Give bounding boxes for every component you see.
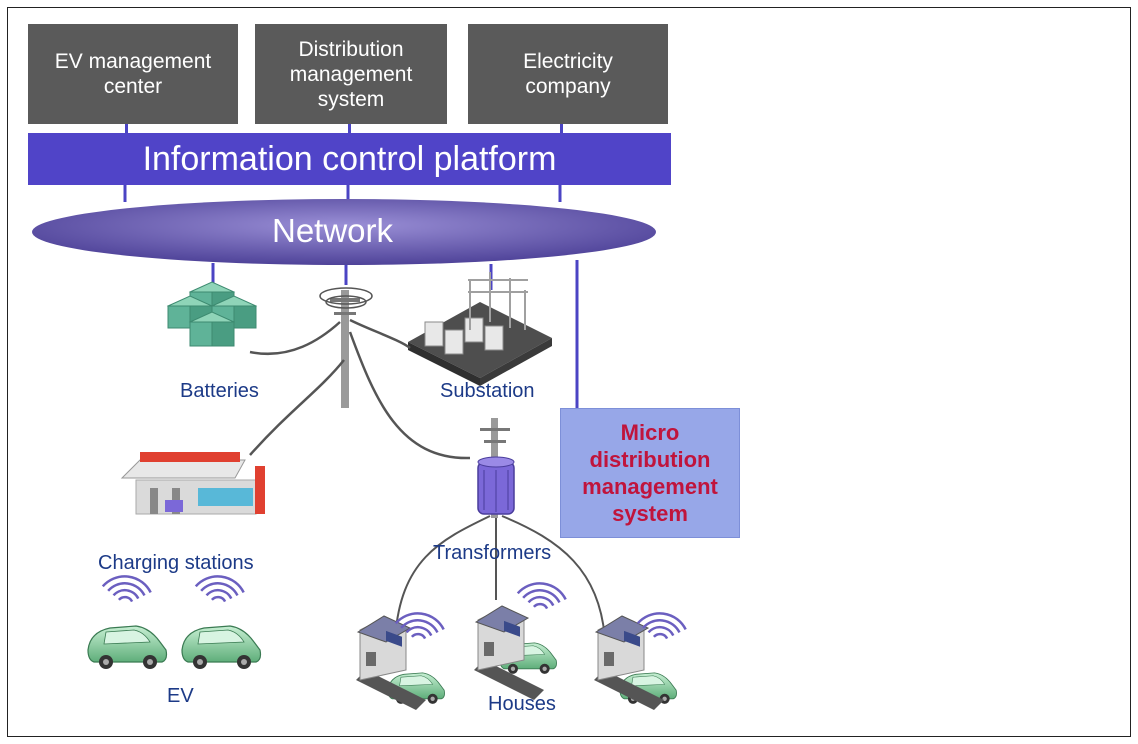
substation-label: Substation	[440, 380, 535, 402]
batteries-label: Batteries	[180, 380, 259, 402]
micro-distribution-management-system-box: Micro distribution management system	[560, 408, 740, 538]
information-control-platform: Information control platform	[28, 133, 671, 185]
cars-layer	[87, 625, 677, 704]
houses-label: Houses	[488, 693, 556, 715]
wireless-signal-icon	[394, 612, 445, 640]
car-icon	[87, 625, 168, 669]
transformer-feeders	[394, 515, 606, 641]
ev-label: EV	[167, 685, 194, 707]
wireless-signal-icon	[516, 582, 567, 610]
charging-station-icon	[120, 452, 265, 515]
signals-layer	[101, 575, 687, 640]
house-icon	[474, 605, 544, 700]
substation-icon	[408, 272, 552, 386]
wireless-signal-icon	[194, 575, 245, 603]
utility-pole-icon	[319, 287, 373, 408]
ev-management-center-box: EV management center	[28, 24, 238, 124]
transformers-label: Transformers	[433, 542, 552, 564]
power-cables	[249, 318, 471, 460]
connector-dms	[348, 124, 351, 134]
diagram-frame	[7, 7, 1131, 737]
electricity-company-box: Electricity company	[468, 24, 668, 124]
distribution-management-system-box: Distribution management system	[255, 24, 447, 124]
transformer-icon	[477, 418, 515, 518]
charging-stations-label: Charging stations	[98, 552, 254, 574]
houses-layer	[356, 605, 664, 710]
house-icon	[594, 615, 664, 710]
house-icon	[356, 615, 426, 710]
wireless-signal-icon	[636, 612, 687, 640]
wireless-signal-icon	[101, 575, 152, 603]
batteries-icon	[166, 281, 258, 347]
connector-electricity	[560, 124, 563, 134]
network-label: Network	[272, 212, 394, 249]
network-ellipse	[32, 199, 656, 265]
car-icon	[181, 625, 262, 669]
connector-ev-center	[125, 124, 128, 134]
